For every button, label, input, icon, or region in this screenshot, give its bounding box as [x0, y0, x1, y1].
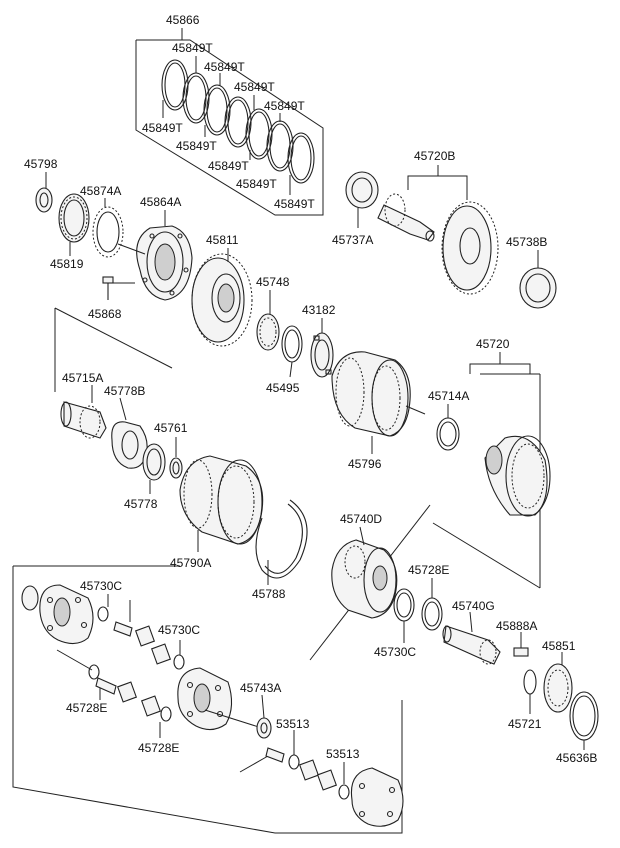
label-45849T: 45849T	[236, 177, 277, 191]
label-45788: 45788	[252, 587, 286, 601]
carrier-45720	[436, 352, 551, 517]
label-45715A: 45715A	[62, 371, 103, 385]
label-45636B: 45636B	[556, 751, 597, 765]
label-45743A: 45743A	[240, 681, 281, 695]
right-lower-parts	[513, 632, 599, 750]
label-45874A: 45874A	[80, 184, 121, 198]
label-45866: 45866	[166, 13, 200, 27]
label-45849T: 45849T	[204, 60, 245, 74]
label-53513: 53513	[326, 747, 360, 761]
label-43182: 43182	[302, 303, 336, 317]
label-45728E: 45728E	[66, 701, 107, 715]
gear-45811	[191, 248, 253, 347]
drum-45796	[331, 351, 426, 454]
label-45849T: 45849T	[172, 41, 213, 55]
label-45730C: 45730C	[80, 579, 122, 593]
label-45796: 45796	[348, 457, 382, 471]
label-45864A: 45864A	[140, 195, 181, 209]
label-45790A: 45790A	[170, 556, 211, 570]
carrier-45740D	[331, 526, 398, 619]
label-45728E: 45728E	[408, 563, 449, 577]
front-carrier-group	[35, 172, 193, 301]
label-45849T: 45849T	[208, 159, 249, 173]
label-45849T: 45849T	[142, 121, 183, 135]
label-45849T: 45849T	[176, 139, 217, 153]
label-45851: 45851	[542, 639, 576, 653]
pinion-set-group	[21, 584, 404, 827]
label-45868: 45868	[88, 307, 122, 321]
washer-group-lower	[142, 437, 183, 494]
label-45737A: 45737A	[332, 233, 373, 247]
label-45888A: 45888A	[496, 619, 537, 633]
shaft-45740G	[442, 611, 501, 665]
washer-group-mid	[256, 290, 334, 378]
label-45849T: 45849T	[264, 99, 305, 113]
label-45849T: 45849T	[234, 80, 275, 94]
label-45761: 45761	[154, 421, 188, 435]
label-45721: 45721	[508, 717, 542, 731]
snap-ring-45788	[255, 499, 308, 585]
label-45811: 45811	[206, 233, 239, 247]
label-45748: 45748	[256, 275, 290, 289]
washers-45728E-45730C	[393, 578, 443, 643]
label-45728E: 45728E	[138, 741, 179, 755]
output-gear-group	[345, 165, 557, 309]
part-labels: 45866 45849T 45849T 45849T 45849T 45849T…	[24, 13, 597, 765]
plate-45778B	[111, 397, 148, 469]
label-45720B: 45720B	[414, 149, 455, 163]
label-45849T: 45849T	[274, 197, 315, 211]
label-45778: 45778	[124, 497, 158, 511]
snap-ring-kit-group	[135, 28, 324, 216]
label-45740G: 45740G	[452, 599, 495, 613]
label-45819: 45819	[50, 257, 84, 271]
label-53513: 53513	[276, 717, 310, 731]
shaft-45715A	[60, 385, 107, 439]
label-45798: 45798	[24, 157, 58, 171]
label-45778B: 45778B	[104, 384, 145, 398]
label-45495: 45495	[266, 381, 300, 395]
drum-45790A	[179, 455, 264, 552]
label-45720: 45720	[476, 337, 510, 351]
label-45740D: 45740D	[340, 512, 382, 526]
label-45730C: 45730C	[374, 645, 416, 659]
label-45738B: 45738B	[506, 235, 547, 249]
label-45714A: 45714A	[428, 389, 469, 403]
label-45730C: 45730C	[158, 623, 200, 637]
